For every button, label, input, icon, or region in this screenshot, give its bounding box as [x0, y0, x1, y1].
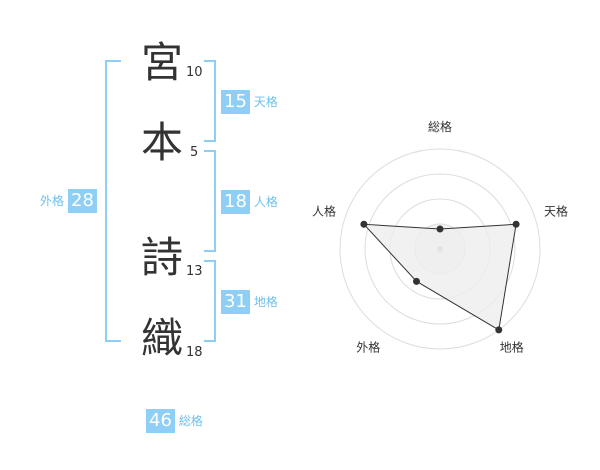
chikaku-badge: 31	[221, 290, 250, 314]
radar-point-1	[436, 225, 444, 233]
stroke-count-2: 5	[190, 145, 199, 160]
stroke-count-3: 13	[186, 264, 203, 279]
jinkaku-bracket	[204, 150, 216, 252]
radar-axis-label-5: 人格	[312, 203, 336, 218]
name-char-3: 詩	[140, 233, 183, 282]
jinkaku-label: 人格	[253, 195, 278, 209]
soukaku-badge: 46	[146, 409, 175, 433]
jinkaku-group: 18 人格	[221, 190, 278, 214]
radar-ring	[339, 148, 541, 350]
radar-ring	[364, 173, 516, 325]
stroke-count-4: 18	[186, 345, 203, 360]
name-char-2: 本	[140, 118, 183, 167]
radar-area	[362, 223, 517, 331]
tenkaku-badge: 15	[221, 90, 250, 114]
radar-points	[360, 220, 520, 334]
soukaku-group: 46 総格	[146, 409, 203, 433]
chikaku-group: 31 地格	[221, 290, 278, 314]
radar-point-2	[512, 220, 520, 228]
radar-axis-label-2: 天格	[544, 203, 568, 218]
tenkaku-bracket	[204, 60, 216, 142]
jinkaku-badge: 18	[221, 190, 250, 214]
name-char-1: 宮	[140, 38, 183, 87]
radar-axis-label-4: 外格	[356, 340, 380, 355]
radar-point-3	[495, 326, 503, 334]
tenkaku-label: 天格	[253, 95, 278, 109]
chikaku-bracket	[204, 260, 216, 342]
gaikaku-label: 外格	[40, 194, 65, 208]
radar-point-5	[360, 220, 368, 228]
soukaku-label: 総格	[178, 414, 203, 428]
gaikaku-group: 外格 28	[40, 189, 97, 213]
radar-axis-label-3: 地格	[500, 340, 524, 355]
stroke-count-1: 10	[186, 65, 203, 80]
name-char-4: 織	[140, 314, 183, 363]
radar-axis-label-1: 総格	[428, 119, 452, 134]
gaikaku-badge: 28	[68, 189, 97, 213]
chikaku-label: 地格	[253, 295, 278, 309]
gaikaku-bracket	[105, 60, 121, 342]
tenkaku-group: 15 天格	[221, 90, 278, 114]
radar-point-4	[412, 277, 420, 285]
